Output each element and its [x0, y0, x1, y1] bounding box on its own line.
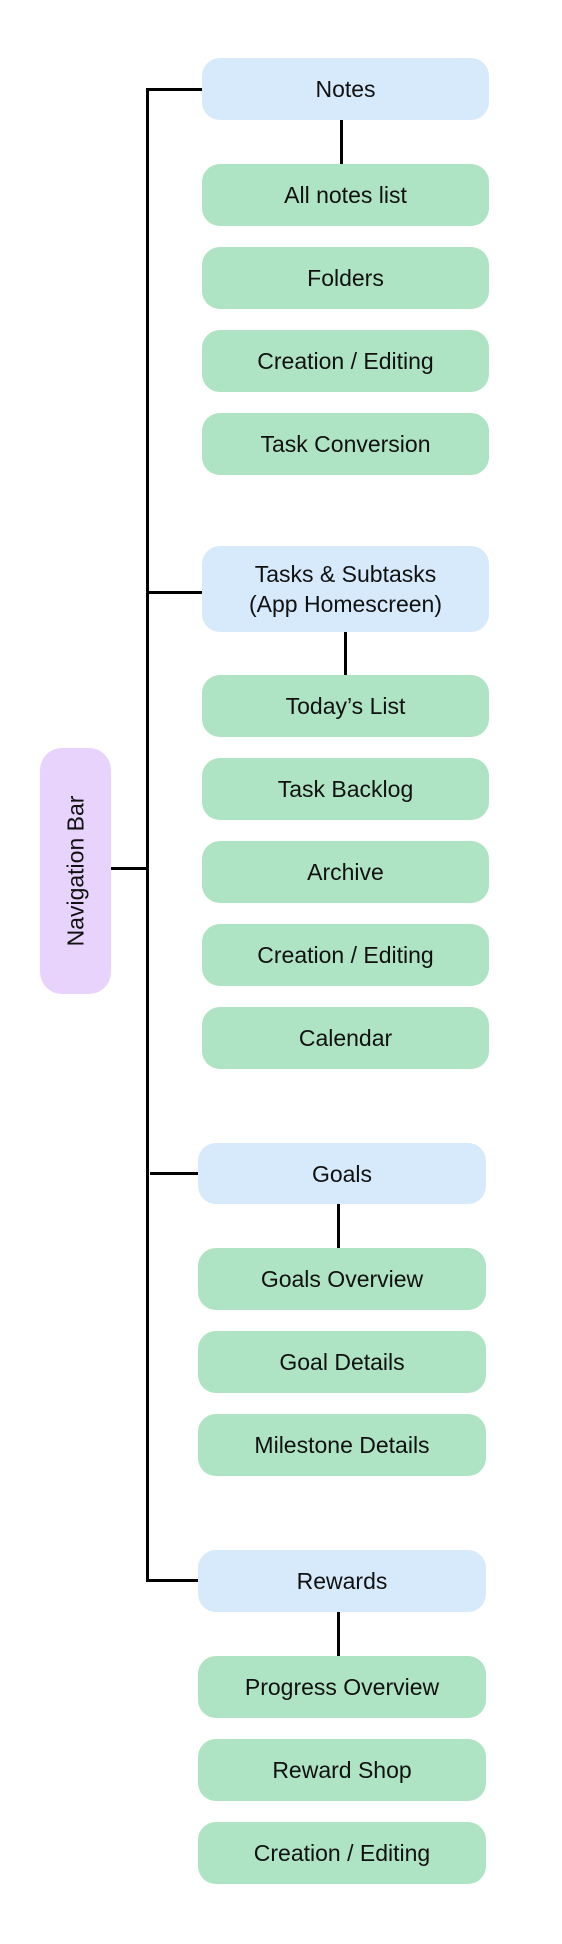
- section-goals: Goals: [198, 1143, 486, 1204]
- item-tasks-archive: Archive: [202, 841, 489, 903]
- nav-connector-line: [110, 867, 149, 870]
- branch-line-notes: [146, 88, 202, 91]
- section-tasks-subtasks: Tasks & Subtasks (App Homescreen): [202, 546, 489, 632]
- item-tasks-task-backlog: Task Backlog: [202, 758, 489, 820]
- item-notes-folders: Folders: [202, 247, 489, 309]
- section-notes: Notes: [202, 58, 489, 120]
- item-rewards-reward-shop: Reward Shop: [198, 1739, 486, 1801]
- item-goals-overview: Goals Overview: [198, 1248, 486, 1310]
- section-stem-rewards: [337, 1612, 340, 1656]
- item-goals-milestone-details: Milestone Details: [198, 1414, 486, 1476]
- navigation-bar-node: Navigation Bar: [40, 748, 111, 994]
- item-tasks-creation-editing: Creation / Editing: [202, 924, 489, 986]
- item-notes-creation-editing: Creation / Editing: [202, 330, 489, 392]
- section-rewards: Rewards: [198, 1550, 486, 1612]
- branch-line-rewards: [146, 1579, 198, 1582]
- navigation-bar-label: Navigation Bar: [62, 795, 89, 947]
- section-stem-notes: [340, 120, 343, 164]
- trunk-line: [146, 88, 149, 1581]
- section-stem-tasks: [344, 632, 347, 675]
- branch-line-goals: [150, 1172, 198, 1175]
- item-rewards-creation-editing: Creation / Editing: [198, 1822, 486, 1884]
- section-stem-goals: [337, 1204, 340, 1248]
- item-goals-goal-details: Goal Details: [198, 1331, 486, 1393]
- item-tasks-calendar: Calendar: [202, 1007, 489, 1069]
- item-notes-all-notes-list: All notes list: [202, 164, 489, 226]
- item-rewards-progress-overview: Progress Overview: [198, 1656, 486, 1718]
- branch-line-tasks: [146, 591, 202, 594]
- item-tasks-todays-list: Today’s List: [202, 675, 489, 737]
- item-notes-task-conversion: Task Conversion: [202, 413, 489, 475]
